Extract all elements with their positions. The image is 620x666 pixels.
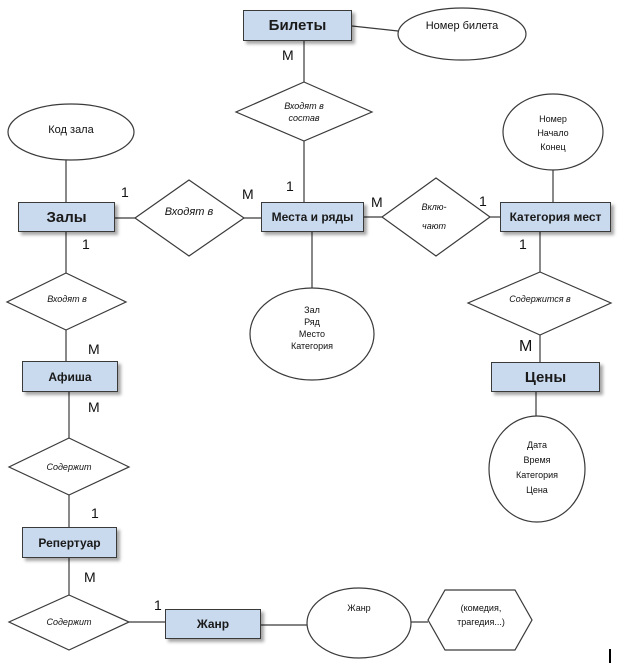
attr-places-field: Категория [290,341,334,351]
attr-genre-values-label: (комедия, трагедия...) [457,603,505,627]
attr-category-ellipse [502,93,604,171]
attr-genre-ellipse [306,587,412,659]
card-halls-bottom-1: 1 [82,236,90,252]
attr-prices-field: Дата [527,440,547,450]
card-tickets-m: М [282,47,294,63]
rel-belongs-diamond [5,272,128,331]
card-poster-bottom-m: М [88,399,100,415]
attr-category-field: Начало [537,128,569,138]
rel-includes-label: Вклю-чают [421,202,447,231]
entity-prices: Цены [491,362,600,392]
entity-seat-category: Категория мест [500,202,611,232]
card-genre-left-1: 1 [154,597,162,613]
attr-prices-field: Цена [526,485,548,495]
attr-category-field: Конец [540,142,566,152]
attr-prices-field: Время [523,455,551,465]
rel-belongs-label: Входят в [47,294,87,304]
card-prices-top-m: М [519,338,533,355]
card-poster-top-m: М [88,341,100,357]
card-category-left-1: 1 [479,193,487,209]
entity-places-rows: Места и ряды [261,202,364,232]
rel-included-diamond [133,179,246,257]
rel-included-label: Входят в [164,206,214,218]
attr-genre-values-hexagon [427,589,533,651]
rel-contains2-diamond [7,594,131,651]
attr-ticket-number-ellipse [397,7,527,61]
attr-category-field: Номер [539,114,567,124]
attr-places-field: Зал [304,305,320,315]
rel-includes-diamond [380,177,492,257]
card-category-bottom-1: 1 [519,236,527,252]
attr-places-fields: Зал Ряд Место Категория [282,304,342,352]
attr-places-ellipse [249,287,375,381]
card-places-left-m: М [242,186,254,202]
rel-contains2-label: Содержит [46,617,92,627]
entity-halls: Залы [18,202,115,232]
attr-hall-code-label: Код зала [48,124,94,136]
entity-genre: Жанр [165,609,261,639]
card-places-top-1: 1 [286,178,294,194]
card-halls-right-1: 1 [121,184,129,200]
rel-contains-diamond [7,437,131,496]
rel-contained-label: Содержится в [509,294,571,304]
card-places-right-m: М [371,194,383,210]
attr-category-fields: Номер Начало Конец [523,112,583,154]
attr-genre-label: Жанр [347,603,371,613]
entity-tickets: Билеты [243,10,352,41]
attr-ticket-number-label: Номер билета [425,20,499,32]
card-repertoire-top-1: 1 [91,505,99,521]
rel-contains-label: Содержит [46,462,92,472]
rel-contained-diamond [466,271,613,336]
attr-places-field: Место [298,329,326,339]
rel-part-of-label: Входят в состав [284,101,324,123]
entity-repertoire: Репертуар [22,527,117,558]
attr-prices-field: Категория [515,470,559,480]
attr-places-field: Ряд [304,317,320,327]
rel-part-of-diamond [234,81,374,142]
attr-prices-ellipse [488,415,586,523]
attr-prices-fields: Дата Время Категория Цена [505,438,569,498]
attr-hall-code-ellipse [7,103,135,161]
entity-poster: Афиша [22,361,118,392]
card-repertoire-bottom-m: М [84,569,96,585]
line-tickets-number [351,25,399,32]
text-cursor [609,649,611,663]
